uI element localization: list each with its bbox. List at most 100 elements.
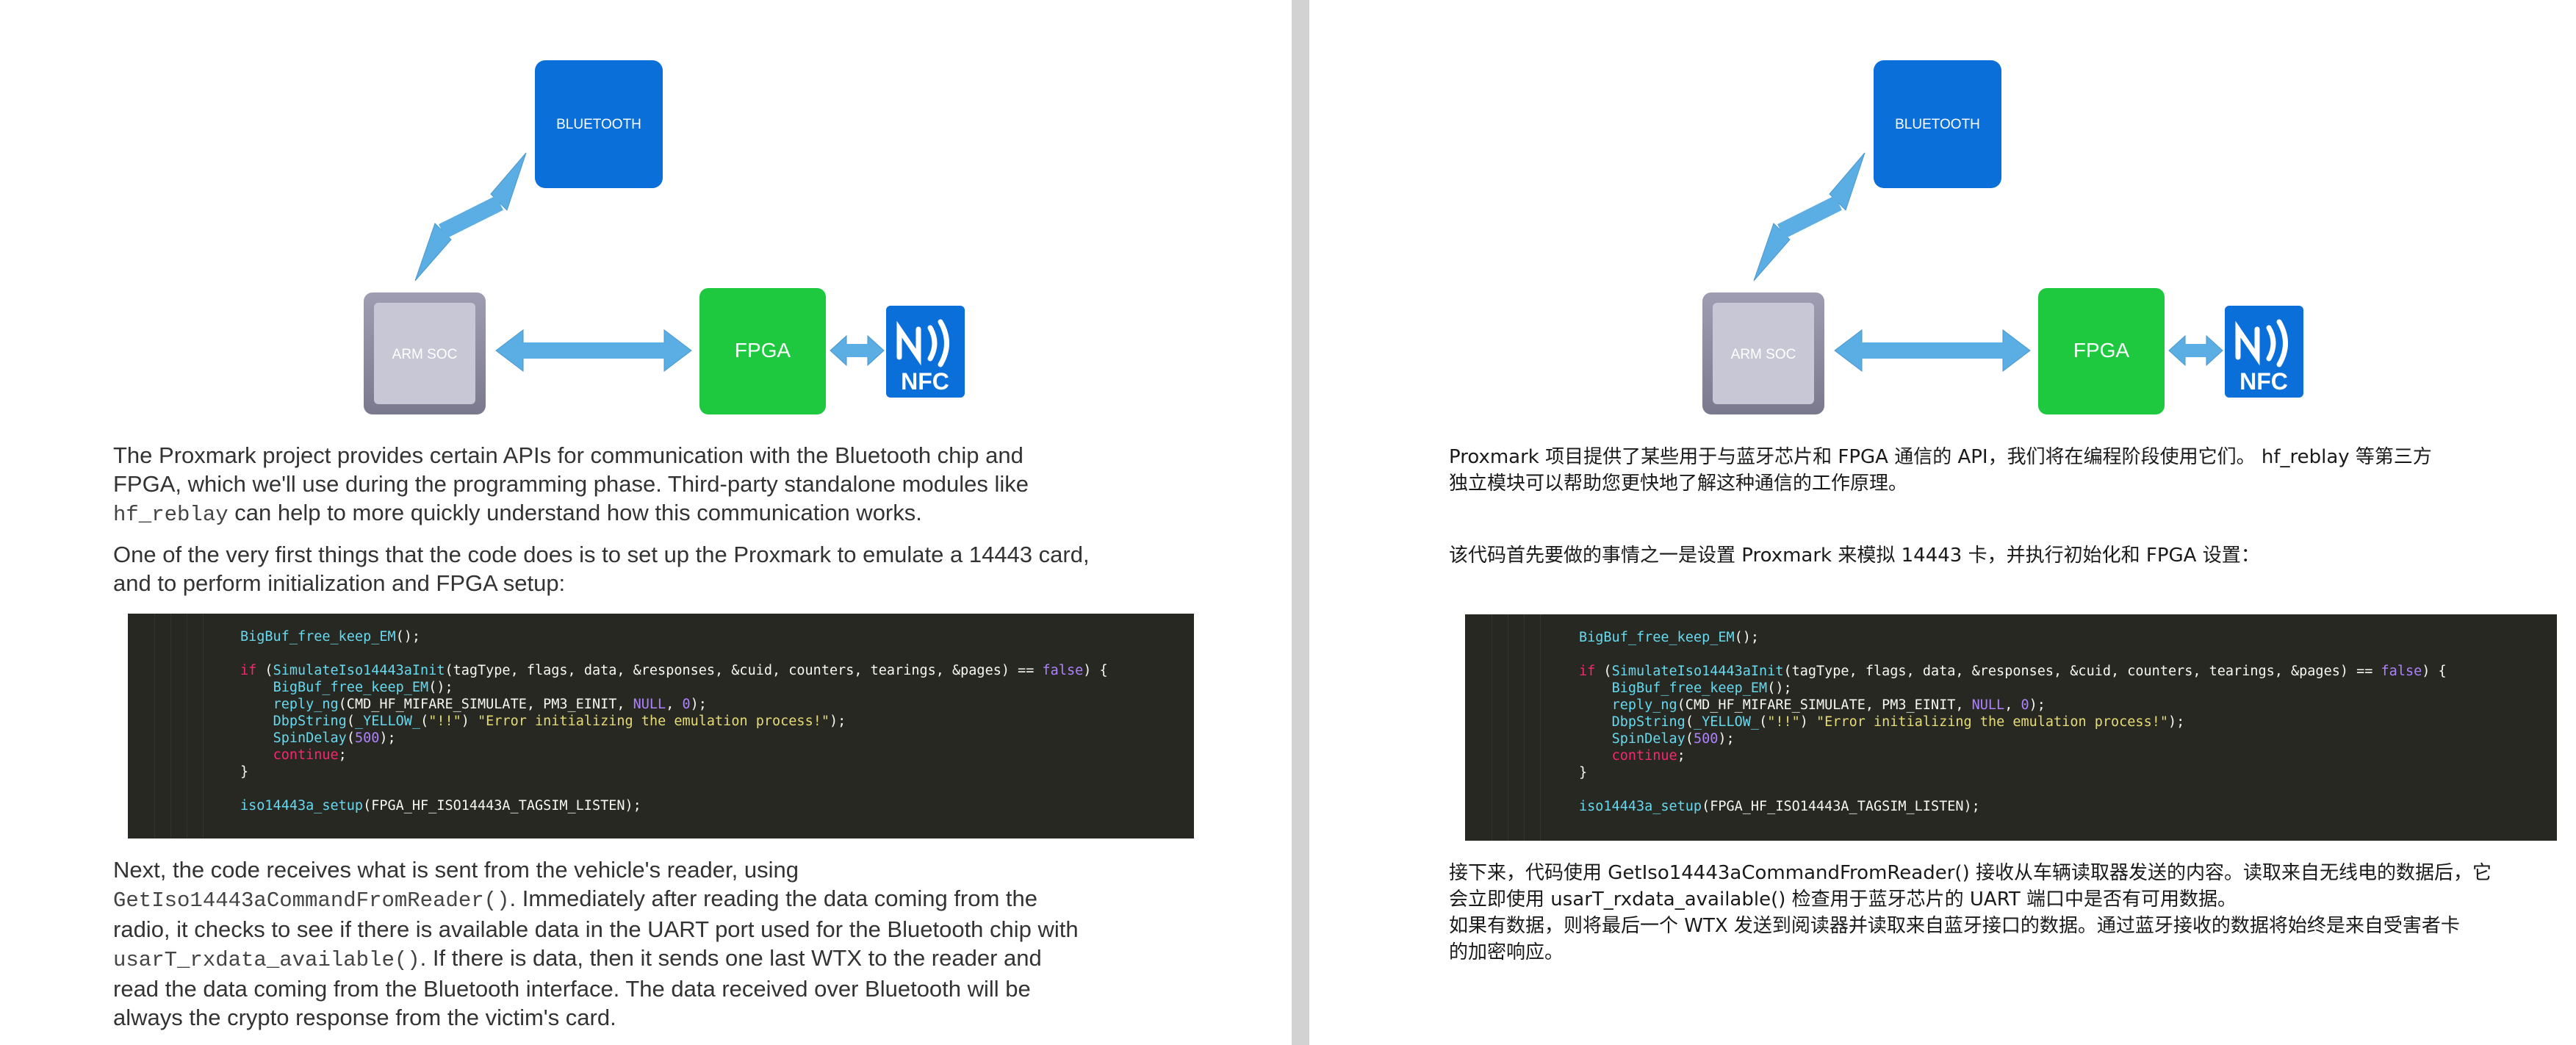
code-token: ; xyxy=(338,747,347,763)
code-token: continue xyxy=(273,747,339,763)
code-token: iso14443a_setup xyxy=(240,798,364,814)
code-token: (); xyxy=(428,680,453,695)
code-token xyxy=(1579,680,1612,696)
code-token: ); xyxy=(829,714,846,729)
text-line: 独立模块可以帮助您更快地了解这种通信的工作原理。 xyxy=(1449,473,1908,495)
code-token: 0 xyxy=(2021,697,2029,713)
code-token: ) xyxy=(1799,714,1817,730)
code-token: ); xyxy=(379,730,396,746)
fpga-block: FPGA xyxy=(699,288,826,414)
code-indent-guide xyxy=(1540,614,1541,841)
code-token: ( xyxy=(420,714,429,729)
text-line: Next, the code receives what is sent fro… xyxy=(113,857,799,883)
code-token: ( xyxy=(1685,714,1694,730)
code-token: 0 xyxy=(682,697,691,712)
code-token xyxy=(1579,731,1612,747)
text-line: 会立即使用 usarT_rxdata_available() 检查用于蓝牙芯片的… xyxy=(1449,888,2237,911)
code-token: if xyxy=(240,663,257,678)
code-token xyxy=(240,680,273,695)
arrow-bluetooth-arm xyxy=(1753,152,1866,281)
nfc-block: NFC xyxy=(886,306,965,398)
code-line: reply_ng(CMD_HF_MIFARE_SIMULATE, PM3_EIN… xyxy=(240,696,707,713)
code-line: continue; xyxy=(240,747,347,764)
text-line: read the data coming from the Bluetooth … xyxy=(113,976,1031,1002)
code-token: "Error initializing the emulation proces… xyxy=(1816,714,2168,730)
code-token: (tagType, flags, data, &responses, &cuid… xyxy=(1783,664,2381,679)
inline-code-hf-reblay: hf_reblay xyxy=(113,503,229,527)
bluetooth-label: BLUETOOTH xyxy=(556,117,641,132)
code-line: SpinDelay(500); xyxy=(1579,730,1735,747)
code-token: SimulateIso14443aInit xyxy=(273,663,445,678)
text-line: radio, it checks to see if there is avai… xyxy=(113,916,1079,942)
arrow-arm-fpga xyxy=(495,328,692,373)
paragraph-emulation-setup-cn: 该代码首先要做的事情之一是设置 Proxmark 来模拟 14443 卡，并执行… xyxy=(1449,542,2551,569)
code-token xyxy=(240,697,273,712)
code-token: DbpString xyxy=(1611,714,1685,730)
arm-soc-block: ARM SOC xyxy=(1702,292,1824,414)
code-token: _YELLOW_ xyxy=(354,714,421,729)
bluetooth-block: BLUETOOTH xyxy=(535,60,663,188)
code-line: BigBuf_free_keep_EM(); xyxy=(1579,629,1759,646)
code-token: (FPGA_HF_ISO14443A_TAGSIM_LISTEN); xyxy=(1702,799,1980,814)
code-snippet: BigBuf_free_keep_EM();if (SimulateIso144… xyxy=(128,614,1194,838)
code-token: BigBuf_free_keep_EM xyxy=(1611,680,1768,696)
code-token: ( xyxy=(1595,664,1612,679)
nfc-label: NFC xyxy=(2239,368,2288,395)
text-line: 如果有数据，则将最后一个 WTX 发送到阅读器并读取来自蓝牙接口的数据。通过蓝牙… xyxy=(1449,915,2460,937)
page-left-english: BLUETOOTH ARM SOC FPGA xyxy=(113,60,1259,1032)
code-token: 500 xyxy=(1693,731,1719,747)
code-token: (); xyxy=(395,629,421,644)
page-right-chinese: BLUETOOTH ARM SOC FPGA xyxy=(1309,0,2576,1045)
code-token: } xyxy=(240,764,249,780)
text-line: The Proxmark project provides certain AP… xyxy=(113,442,1023,468)
text-line: . Immediately after reading the data com… xyxy=(509,886,1038,911)
code-token: } xyxy=(1579,765,1588,780)
text-line: 接下来，代码使用 GetIso14443aCommandFromReader()… xyxy=(1449,862,2492,884)
code-token xyxy=(1579,748,1612,764)
text-line: and to perform initialization and FPGA s… xyxy=(113,570,566,596)
code-line: if (SimulateIso14443aInit(tagType, flags… xyxy=(240,662,1108,679)
code-token: (CMD_HF_MIFARE_SIMULATE, PM3_EINIT, xyxy=(338,697,633,712)
code-token: ( xyxy=(346,714,355,729)
code-token: ); xyxy=(2167,714,2185,730)
arm-soc-label: ARM SOC xyxy=(392,347,458,362)
code-token: reply_ng xyxy=(273,697,339,712)
code-token: "!!" xyxy=(428,714,461,729)
code-token: , xyxy=(666,697,683,712)
code-line: if (SimulateIso14443aInit(tagType, flags… xyxy=(1579,663,2447,680)
text-line: always the crypto response from the vict… xyxy=(113,1005,616,1030)
code-token: BigBuf_free_keep_EM xyxy=(240,629,396,644)
code-token: SpinDelay xyxy=(273,730,347,746)
paragraph-api-intro-cn: Proxmark 项目提供了某些用于与蓝牙芯片和 FPGA 通信的 API，我们… xyxy=(1449,444,2551,497)
code-line: DbpString(_YELLOW_("!!") "Error initiali… xyxy=(1579,714,2185,730)
code-token: SpinDelay xyxy=(1611,731,1685,747)
code-token: SimulateIso14443aInit xyxy=(1611,664,1784,679)
code-token: (CMD_HF_MIFARE_SIMULATE, PM3_EINIT, xyxy=(1677,697,1972,713)
code-line: continue; xyxy=(1579,747,1685,764)
code-token: BigBuf_free_keep_EM xyxy=(273,680,429,695)
text-line: can help to more quickly understand how … xyxy=(228,500,922,525)
code-line: BigBuf_free_keep_EM(); xyxy=(240,628,420,645)
code-token: false xyxy=(2381,664,2422,679)
code-token: continue xyxy=(1611,748,1677,764)
code-token: (); xyxy=(1767,680,1792,696)
code-token: 500 xyxy=(354,730,380,746)
code-token: ); xyxy=(1718,731,1735,747)
text-line: FPGA, which we'll use during the program… xyxy=(113,471,1029,497)
code-token: NULL xyxy=(633,697,666,712)
code-token: ); xyxy=(690,697,707,712)
paragraph-reader-data: Next, the code receives what is sent fro… xyxy=(113,855,1259,1032)
code-token: "!!" xyxy=(1767,714,1800,730)
nfc-label: NFC xyxy=(901,368,949,395)
architecture-diagram: BLUETOOTH ARM SOC FPGA xyxy=(364,60,965,414)
code-token: _YELLOW_ xyxy=(1693,714,1760,730)
code-indent-guide xyxy=(170,614,171,838)
page-divider xyxy=(1292,0,1309,1045)
arrow-fpga-nfc xyxy=(830,334,885,367)
paragraph-emulation-setup: One of the very first things that the co… xyxy=(113,540,1259,597)
code-token: false xyxy=(1042,663,1084,678)
code-token xyxy=(240,714,273,729)
code-line: iso14443a_setup(FPGA_HF_ISO14443A_TAGSIM… xyxy=(1579,798,1980,815)
code-token: ; xyxy=(1677,748,1685,764)
code-line: reply_ng(CMD_HF_MIFARE_SIMULATE, PM3_EIN… xyxy=(1579,697,2046,714)
